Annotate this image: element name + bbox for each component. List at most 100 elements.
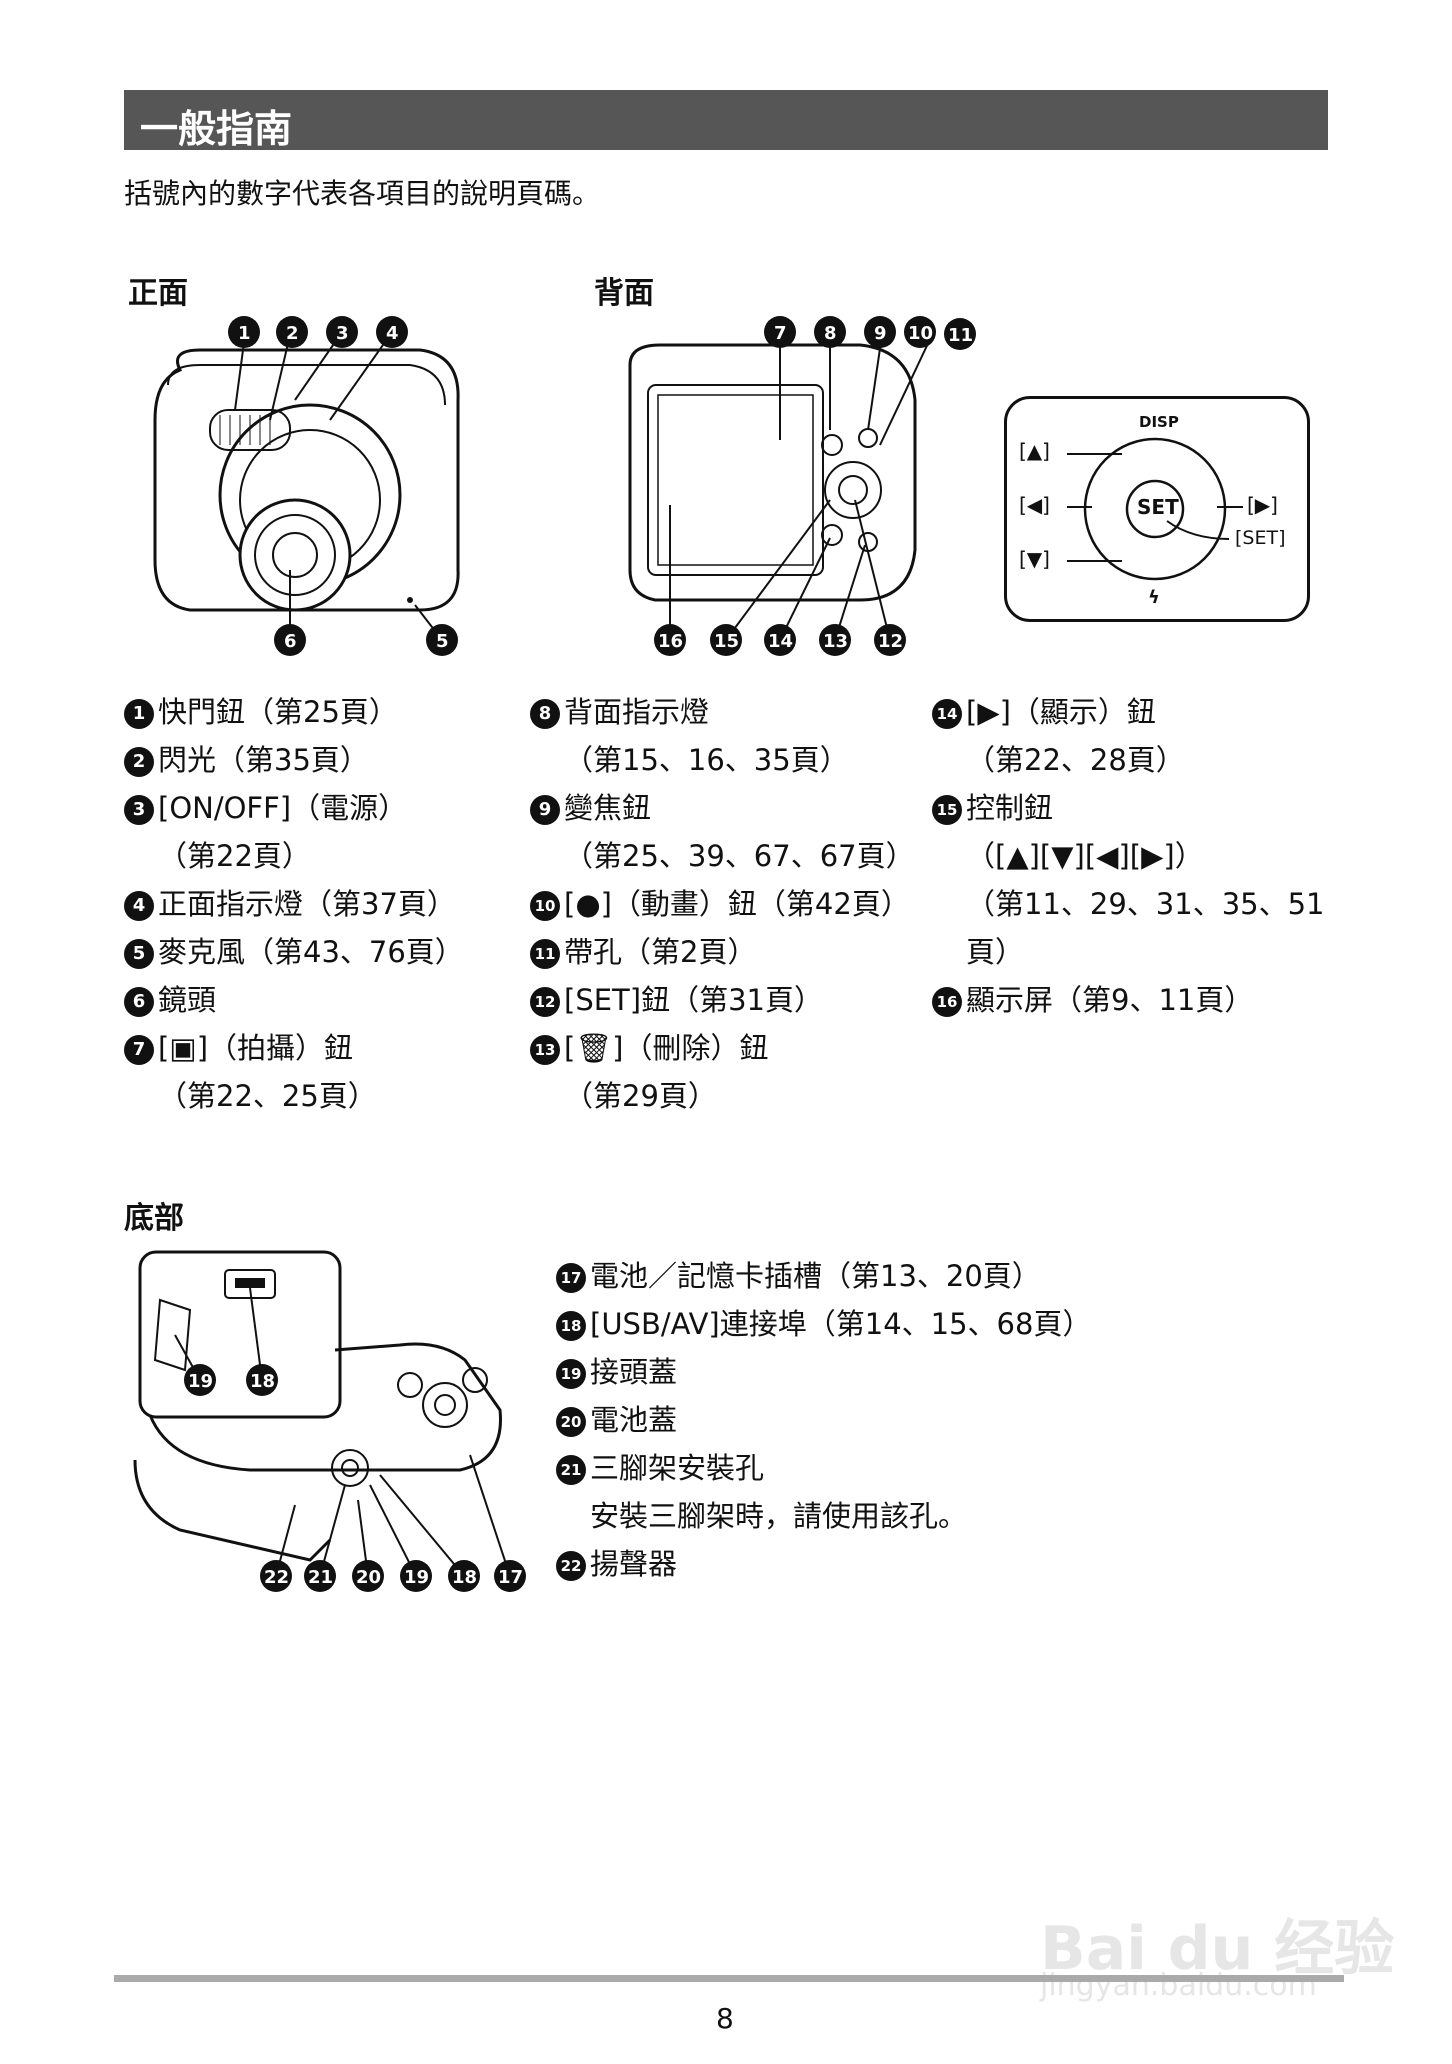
- item-number-badge: 12: [530, 987, 560, 1017]
- back-camera-illustration: 7 8 9 10 16 15 14 13 12: [628, 316, 936, 656]
- svg-text:14: 14: [768, 631, 793, 652]
- item-text: [SET]鈕（第31頁）: [564, 983, 823, 1017]
- svg-text:1: 1: [238, 323, 251, 344]
- item-number-badge: 9: [530, 795, 560, 825]
- item-text: [▶]（顯示）鈕: [966, 695, 1156, 729]
- svg-text:5: 5: [436, 631, 449, 652]
- list-item: （第22頁）: [124, 832, 464, 880]
- item-text: 電池／記憶卡插槽（第13、20頁）: [590, 1259, 1041, 1293]
- item-text: 鏡頭: [158, 983, 217, 1017]
- svg-text:15: 15: [714, 631, 739, 652]
- list-item: （第29頁）: [530, 1072, 915, 1120]
- list-item: （[▲][▼][◀][▶]）: [932, 832, 1325, 880]
- item-text: 顯示屏（第9、11頁）: [966, 983, 1254, 1017]
- item-number-badge: 14: [932, 699, 962, 729]
- item-text: （第22、25頁）: [158, 1079, 377, 1113]
- item-text: 安裝三腳架時，請使用該孔。: [590, 1499, 968, 1533]
- svg-text:20: 20: [356, 1567, 381, 1588]
- item-text: （第22頁）: [158, 839, 311, 873]
- svg-text:22: 22: [264, 1567, 289, 1588]
- item-text: 變焦鈕: [564, 791, 652, 825]
- svg-text:4: 4: [386, 323, 399, 344]
- item-number-badge: 22: [556, 1551, 586, 1581]
- item-text: （第22、28頁）: [966, 743, 1185, 777]
- svg-text:2: 2: [286, 323, 299, 344]
- item-number-badge: 17: [556, 1263, 586, 1293]
- item-number-badge: 18: [556, 1311, 586, 1341]
- dial-set-bracket-label: [SET]: [1235, 527, 1286, 549]
- watermark-logo: Bai du 经验: [1040, 1914, 1395, 1984]
- list-item: 10[●]（動畫）鈕（第42頁）: [530, 880, 915, 928]
- svg-text:10: 10: [908, 323, 933, 344]
- item-number-badge: 15: [932, 795, 962, 825]
- item-number-badge: 11: [530, 939, 560, 969]
- item-number-badge: 7: [124, 1035, 154, 1065]
- item-text: （第25、39、67、67頁）: [564, 839, 915, 873]
- item-text: [USB/AV]連接埠（第14、15、68頁）: [590, 1307, 1092, 1341]
- bottom-camera-illustration: 19 18 22 21 20 19 18 17: [133, 1250, 526, 1592]
- item-text: （第15、16、35頁）: [564, 743, 849, 777]
- svg-text:13: 13: [823, 631, 848, 652]
- dial-diagram: [1067, 437, 1243, 581]
- item-text: （第11、29、31、35、51: [966, 887, 1325, 921]
- flash-icon: ϟ: [1148, 587, 1160, 608]
- bottom-callouts: 19 18 22 21 20 19 18 17: [174, 1287, 526, 1592]
- item-text: 麥克風（第43、76頁）: [158, 935, 464, 969]
- svg-text:19: 19: [188, 1371, 213, 1392]
- list-item: （第15、16、35頁）: [530, 736, 915, 784]
- item-number-badge: 4: [124, 891, 154, 921]
- svg-text:18: 18: [250, 1371, 275, 1392]
- item-text: 背面指示燈: [564, 695, 710, 729]
- page-number: 8: [716, 2002, 734, 2035]
- intro-text: 括號內的數字代表各項目的說明頁碼。: [124, 177, 601, 210]
- item-text: （[▲][▼][◀][▶]）: [966, 839, 1204, 873]
- list-item: 12[SET]鈕（第31頁）: [530, 976, 915, 1024]
- item-text: 接頭蓋: [590, 1355, 678, 1389]
- list-item: 3[ON/OFF]（電源）: [124, 784, 464, 832]
- item-number-badge: 6: [124, 987, 154, 1017]
- list-item: 7[▣]（拍攝）鈕: [124, 1024, 464, 1072]
- item-number-badge: 13: [530, 1035, 560, 1065]
- watermark-url: jingyan.baidu.com: [1040, 1968, 1317, 2003]
- svg-text:8: 8: [824, 323, 837, 344]
- item-number-badge: 8: [530, 699, 560, 729]
- dial-up-label: [▲]: [1019, 439, 1050, 463]
- dial-right-label: [▶]: [1247, 493, 1278, 517]
- section-title-bar: 一般指南: [124, 90, 1328, 151]
- item-number-badge: 3: [124, 795, 154, 825]
- svg-text:6: 6: [284, 631, 297, 652]
- item-number-badge: 10: [530, 891, 560, 921]
- dial-disp-label: DISP: [1139, 413, 1179, 431]
- item-number-badge: 21: [556, 1455, 586, 1485]
- list-item: （第11、29、31、35、51: [932, 880, 1325, 928]
- item-number-badge: 16: [932, 987, 962, 1017]
- front-callouts: 1 2 3 4 6 5: [228, 316, 458, 656]
- svg-text:18: 18: [452, 1567, 477, 1588]
- list-item: 頁）: [932, 928, 1325, 976]
- item-text: 帶孔（第2頁）: [564, 935, 757, 969]
- bottom-heading: 底部: [124, 1201, 184, 1236]
- item-text: 正面指示燈（第37頁）: [158, 887, 456, 921]
- item-number-badge: 2: [124, 747, 154, 777]
- item-text: 閃光（第35頁）: [158, 743, 369, 777]
- item-text: 快門鈕（第25頁）: [158, 695, 398, 729]
- item-text: 控制鈕: [966, 791, 1054, 825]
- front-camera-illustration: 1 2 3 4 6 5: [153, 316, 460, 656]
- svg-text:17: 17: [498, 1567, 523, 1588]
- item-text: 揚聲器: [590, 1547, 678, 1581]
- item-number-badge: 19: [556, 1359, 586, 1389]
- svg-text:12: 12: [878, 631, 903, 652]
- callout-11: 11: [944, 318, 976, 350]
